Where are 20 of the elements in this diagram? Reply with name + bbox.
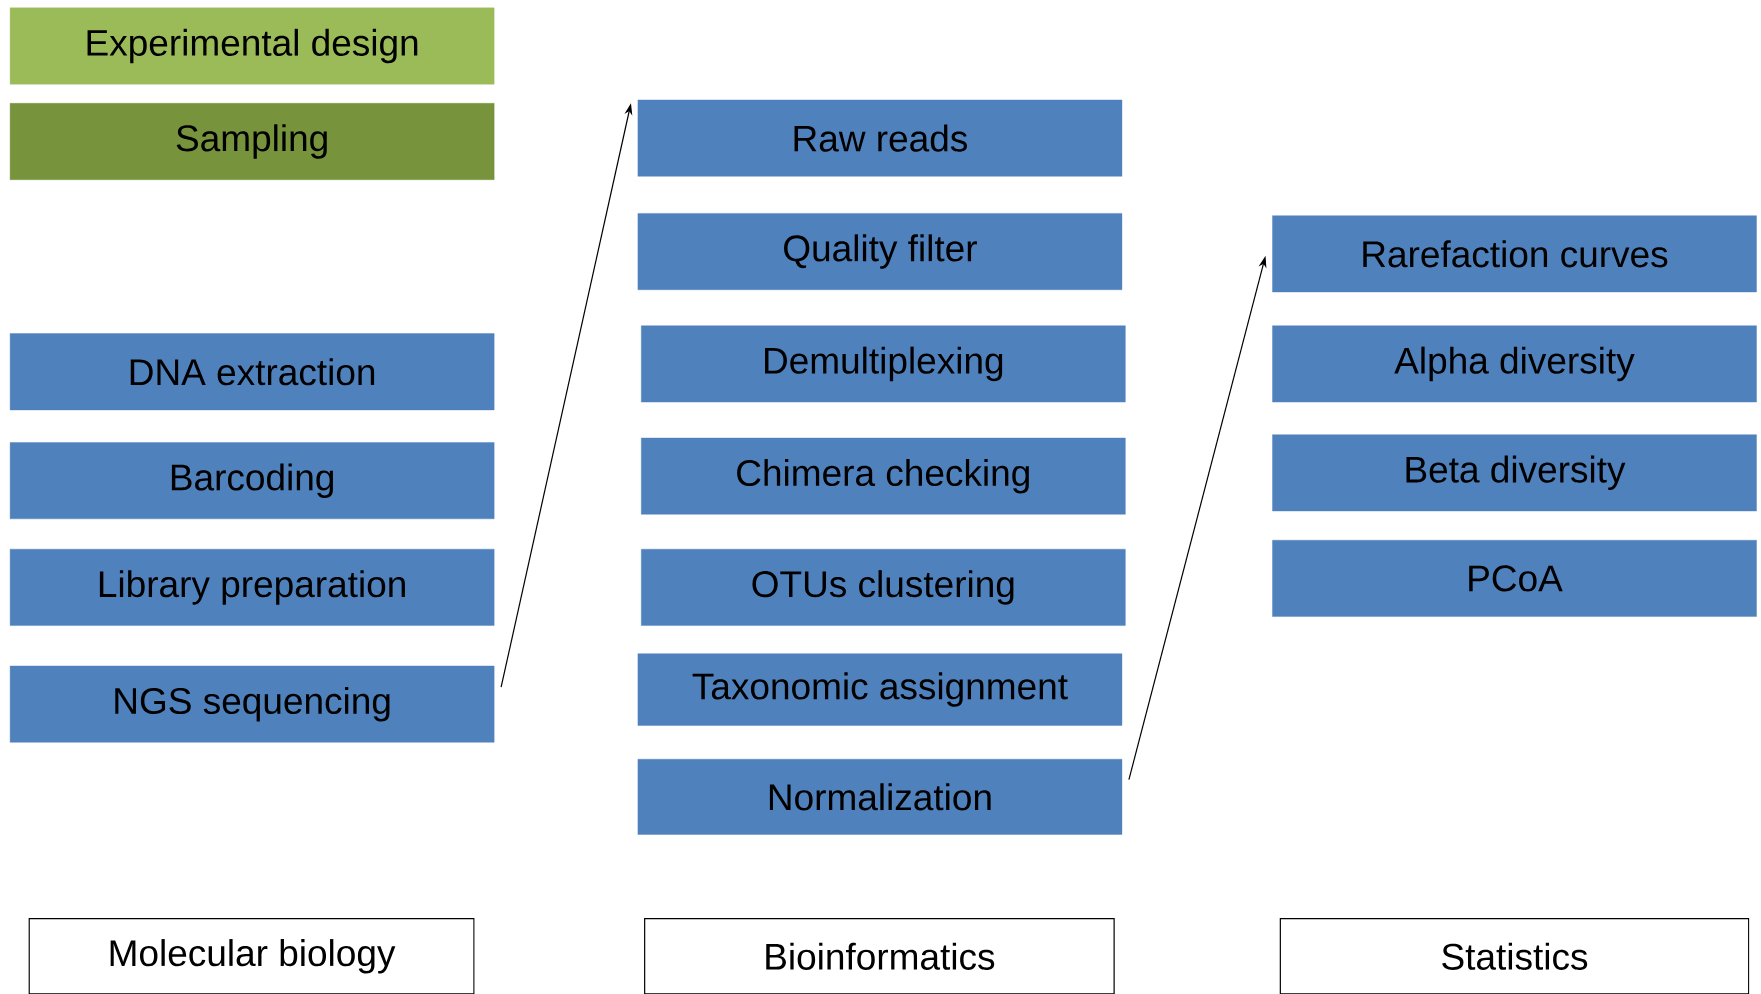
step-box: Alpha diversity — [1272, 325, 1757, 403]
step-box: OTUs clustering — [641, 549, 1126, 626]
step-box: Taxonomic assignment — [637, 653, 1123, 726]
step-box: Normalization — [637, 759, 1123, 835]
step-box: Sampling — [9, 103, 495, 180]
step-box: PCoA — [1272, 540, 1757, 617]
step-box: Experimental design — [9, 7, 495, 85]
category-box: Statistics — [1279, 918, 1750, 994]
step-box: Chimera checking — [641, 437, 1126, 515]
category-box: Molecular biology — [28, 918, 475, 994]
step-box: DNA extraction — [9, 333, 495, 411]
step-box: Demultiplexing — [641, 325, 1126, 403]
step-box: Rarefaction curves — [1272, 215, 1757, 293]
step-box: Raw reads — [637, 99, 1123, 177]
step-box: NGS sequencing — [9, 665, 495, 743]
step-box: Library preparation — [9, 549, 495, 626]
category-box: Bioinformatics — [644, 918, 1115, 994]
step-box: Quality filter — [637, 213, 1123, 290]
step-box: Barcoding — [9, 442, 495, 520]
step-box: Beta diversity — [1272, 434, 1757, 512]
